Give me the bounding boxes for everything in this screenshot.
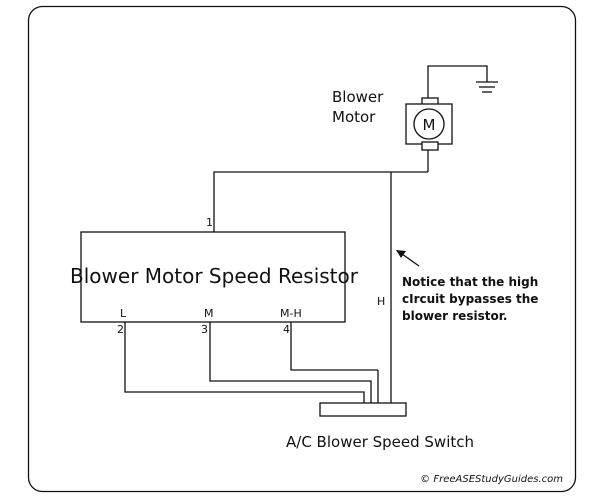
- tap-letter-m: M: [204, 307, 214, 320]
- note-arrow-icon: [396, 250, 420, 267]
- note-line-2: cIrcuit bypasses the: [402, 292, 538, 306]
- high-speed-wire: [377, 172, 392, 403]
- motor-output-wire: [213, 150, 429, 232]
- blower-motor-icon: M: [405, 97, 453, 151]
- medium-high-speed-wire: [290, 322, 378, 371]
- motor-symbol-letter: M: [423, 116, 436, 134]
- ground-icon: [427, 65, 498, 100]
- tap-letter-l: L: [120, 307, 127, 320]
- terminal-1-number: 1: [206, 216, 213, 229]
- blower-motor-label-line1: Blower: [332, 88, 384, 106]
- tap-number-2: 2: [117, 323, 124, 336]
- ac-blower-speed-switch: [319, 402, 407, 417]
- medium-speed-wire: [209, 322, 372, 403]
- blower-motor-speed-resistor: [80, 231, 346, 323]
- credit-text: © FreeASEStudyGuides.com: [420, 474, 563, 485]
- resistor-label: Blower Motor Speed Resistor: [70, 264, 359, 288]
- tap-number-4: 4: [283, 323, 290, 336]
- note-line-1: Notice that the high: [402, 275, 538, 289]
- tap-number-3: 3: [201, 323, 208, 336]
- blower-motor-label-line2: Motor: [332, 108, 376, 126]
- note-line-3: blower resistor.: [402, 309, 507, 323]
- tap-letter-m-h: M-H: [280, 307, 302, 320]
- low-speed-wire: [124, 322, 365, 403]
- switch-label: A/C Blower Speed Switch: [286, 433, 474, 451]
- high-wire-label: H: [377, 295, 385, 308]
